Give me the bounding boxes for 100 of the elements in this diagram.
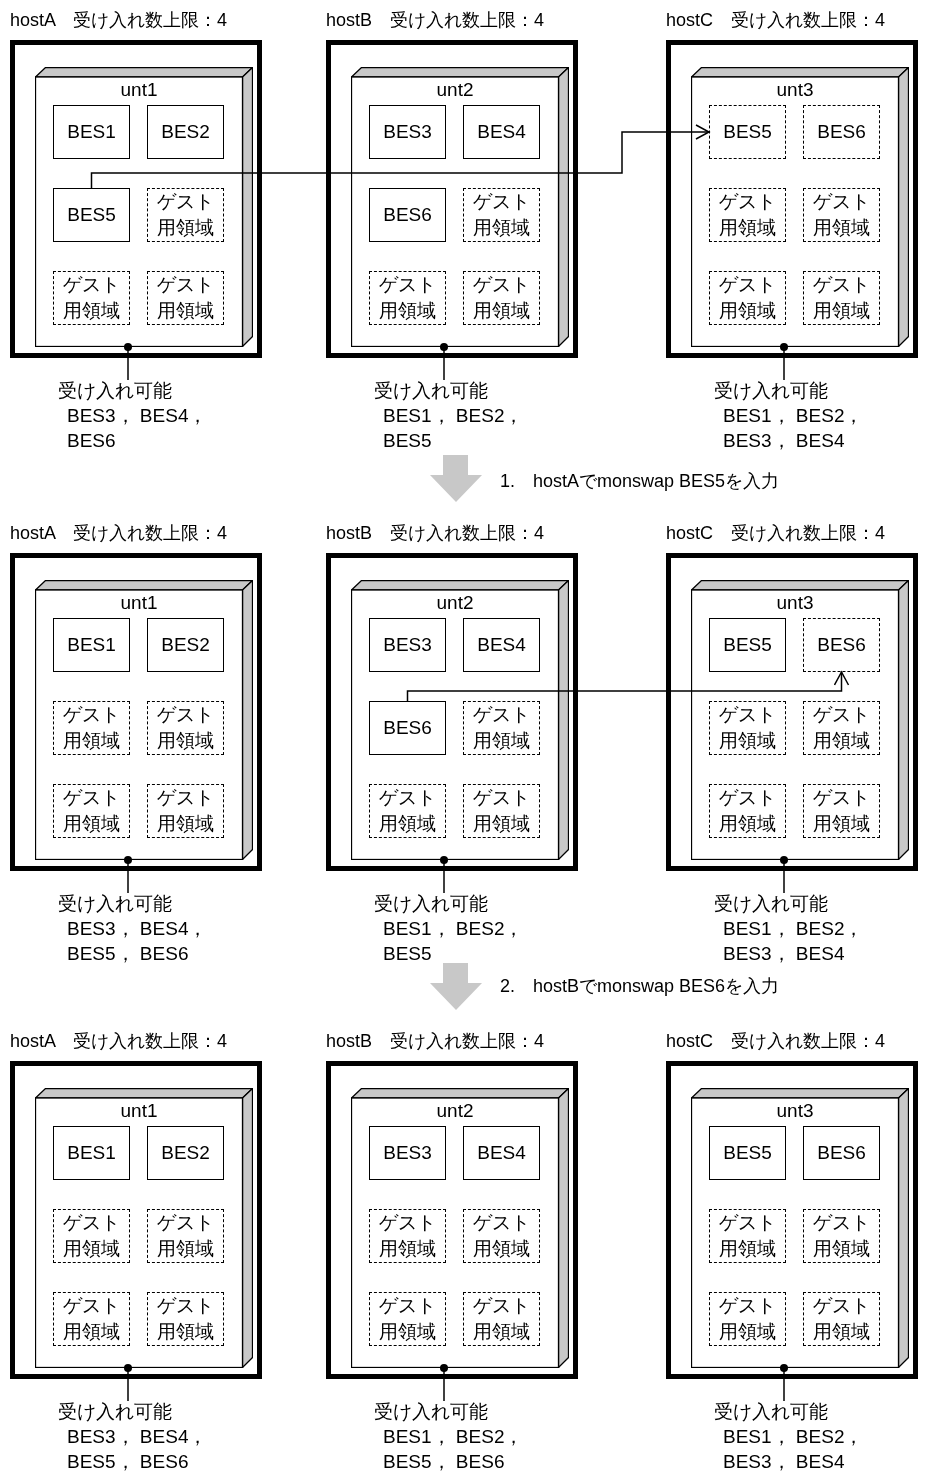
leader-line: [440, 856, 448, 894]
server-box: BES2: [147, 1126, 224, 1180]
guest-area-box: ゲスト用領域: [463, 1292, 540, 1346]
unit-label: unt2: [435, 79, 475, 101]
server-box: BES2: [147, 618, 224, 672]
server-box: BES6: [369, 188, 446, 242]
server-box: BES4: [463, 105, 540, 159]
unit-label: unt2: [435, 1100, 475, 1122]
guest-area-box: ゲスト用領域: [709, 1209, 786, 1263]
status-label: 受け入れ可能: [374, 1400, 489, 1424]
guest-area-box: ゲスト用領域: [147, 784, 224, 838]
guest-area-box: ゲスト用領域: [147, 1292, 224, 1346]
guest-area-box: ゲスト用領域: [369, 1209, 446, 1263]
server-box: BES4: [463, 1126, 540, 1180]
guest-area-box: ゲスト用領域: [53, 1209, 130, 1263]
server-list: BES1， BES2， BES3， BES4: [714, 1424, 873, 1472]
host-label: hostA 受け入れ数上限：4: [10, 522, 228, 544]
guest-area-box: ゲスト用領域: [709, 271, 786, 325]
server-box: BES5: [53, 188, 130, 242]
status-label: 受け入れ可能: [374, 892, 489, 916]
unit-label: unt3: [775, 592, 815, 614]
unit-label: unt1: [119, 1100, 159, 1122]
guest-area-box: ゲスト用領域: [369, 271, 446, 325]
status-label: 受け入れ可能: [374, 379, 489, 403]
status-label: 受け入れ可能: [714, 1400, 829, 1424]
arrow: [90, 124, 710, 189]
server-box: BES2: [147, 105, 224, 159]
leader-line: [124, 1364, 132, 1402]
leader-line: [124, 856, 132, 894]
guest-area-box: BES5: [709, 105, 786, 159]
step-label: 1. hostAでmonswap BES5を入力: [500, 470, 780, 492]
guest-area-box: ゲスト用領域: [709, 701, 786, 755]
guest-area-box: ゲスト用領域: [803, 784, 880, 838]
guest-area-box: ゲスト用領域: [463, 188, 540, 242]
guest-area-box: ゲスト用領域: [147, 1209, 224, 1263]
guest-area-box: ゲスト用領域: [463, 1209, 540, 1263]
host-label: hostB 受け入れ数上限：4: [326, 9, 545, 31]
status-label: 受け入れ可能: [58, 379, 173, 403]
guest-area-box: ゲスト用領域: [147, 701, 224, 755]
leader-line: [440, 343, 448, 381]
guest-area-box: ゲスト用領域: [803, 188, 880, 242]
guest-area-box: ゲスト用領域: [463, 271, 540, 325]
host-label: hostB 受け入れ数上限：4: [326, 522, 545, 544]
server-list: BES1， BES2， BES3， BES4: [714, 403, 873, 453]
guest-area-box: ゲスト用領域: [709, 784, 786, 838]
guest-area-box: ゲスト用領域: [463, 701, 540, 755]
leader-line: [780, 856, 788, 894]
host-label: hostA 受け入れ数上限：4: [10, 1030, 228, 1052]
leader-line: [124, 343, 132, 381]
status-label: 受け入れ可能: [714, 379, 829, 403]
guest-area-box: ゲスト用領域: [369, 784, 446, 838]
server-box: BES5: [709, 1126, 786, 1180]
host-label: hostB 受け入れ数上限：4: [326, 1030, 545, 1052]
guest-area-box: ゲスト用領域: [803, 701, 880, 755]
leader-line: [440, 1364, 448, 1402]
server-box: BES6: [803, 1126, 880, 1180]
server-list: BES3， BES4， BES5， BES6: [58, 1424, 217, 1472]
status-label: 受け入れ可能: [58, 1400, 173, 1424]
server-box: BES5: [709, 618, 786, 672]
status-label: 受け入れ可能: [714, 892, 829, 916]
guest-area-box: ゲスト用領域: [803, 271, 880, 325]
guest-area-box: ゲスト用領域: [147, 271, 224, 325]
unit-label: unt1: [119, 79, 159, 101]
arrow: [406, 671, 850, 702]
unit-label: unt1: [119, 592, 159, 614]
host-label: hostC 受け入れ数上限：4: [666, 9, 886, 31]
status-label: 受け入れ可能: [58, 892, 173, 916]
guest-area-box: ゲスト用領域: [803, 1292, 880, 1346]
guest-area-box: ゲスト用領域: [803, 1209, 880, 1263]
host-label: hostC 受け入れ数上限：4: [666, 1030, 886, 1052]
server-list: BES1， BES2， BES5: [374, 916, 533, 966]
leader-line: [780, 1364, 788, 1402]
server-box: BES6: [369, 701, 446, 755]
guest-area-box: ゲスト用領域: [53, 271, 130, 325]
server-list: BES1， BES2， BES5: [374, 403, 533, 453]
unit-label: unt2: [435, 592, 475, 614]
guest-area-box: ゲスト用領域: [53, 784, 130, 838]
unit-label: unt3: [775, 1100, 815, 1122]
server-list: BES3， BES4， BES6: [58, 403, 217, 453]
guest-area-box: ゲスト用領域: [369, 1292, 446, 1346]
step-label: 2. hostBでmonswap BES6を入力: [500, 975, 780, 997]
guest-area-box: BES6: [803, 105, 880, 159]
server-box: BES1: [53, 1126, 130, 1180]
leader-line: [780, 343, 788, 381]
unit-label: unt3: [775, 79, 815, 101]
host-label: hostC 受け入れ数上限：4: [666, 522, 886, 544]
guest-area-box: ゲスト用領域: [709, 1292, 786, 1346]
server-list: BES3， BES4， BES5， BES6: [58, 916, 217, 966]
guest-area-box: ゲスト用領域: [463, 784, 540, 838]
server-box: BES4: [463, 618, 540, 672]
guest-area-box: ゲスト用領域: [53, 701, 130, 755]
host-label: hostA 受け入れ数上限：4: [10, 9, 228, 31]
server-box: BES3: [369, 105, 446, 159]
guest-area-box: ゲスト用領域: [709, 188, 786, 242]
server-list: BES1， BES2， BES3， BES4: [714, 916, 873, 966]
server-list: BES1， BES2， BES5， BES6: [374, 1424, 533, 1472]
guest-area-box: ゲスト用領域: [147, 188, 224, 242]
server-box: BES3: [369, 1126, 446, 1180]
guest-area-box: BES6: [803, 618, 880, 672]
server-box: BES1: [53, 105, 130, 159]
